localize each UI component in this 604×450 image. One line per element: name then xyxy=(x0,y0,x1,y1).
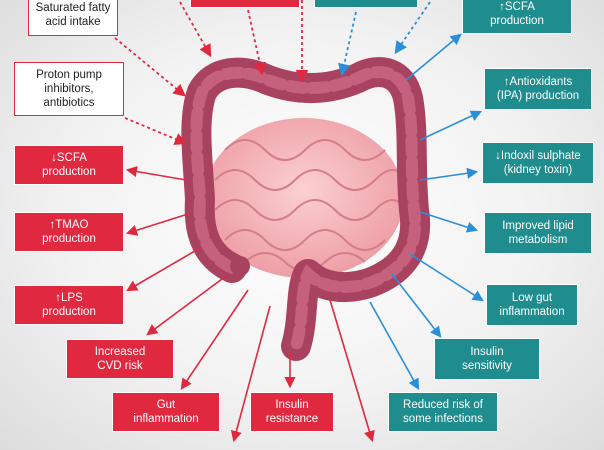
colon-highlight xyxy=(190,66,422,352)
arrow-top-blue-1 xyxy=(338,11,357,77)
box-gut-inflammation: Gut inflammation xyxy=(112,392,220,432)
box-scfa-down: ↓SCFA production xyxy=(14,145,124,185)
top-cut-teal-box xyxy=(314,0,418,8)
box-scfa-up: ↑SCFA production xyxy=(462,0,572,34)
box-lps-up: ↑LPS production xyxy=(14,285,124,325)
arrow-top-red-2 xyxy=(247,9,266,76)
arrow-antioxidants xyxy=(419,110,483,141)
box-tmao-up: ↑TMAO production xyxy=(14,212,124,252)
box-cvd-risk: Increased CVD risk xyxy=(66,339,174,379)
appendix xyxy=(230,256,250,276)
box-saturated-fat: Saturated fatty acid intake xyxy=(28,0,118,36)
arrow-saturated-fat xyxy=(114,37,186,97)
box-lipid: Improved lipid metabolism xyxy=(484,212,592,254)
box-antioxidants: ↑Antioxidants (IPA) production xyxy=(484,68,592,110)
arrow-indoxil xyxy=(419,167,479,181)
arrow-scfa-down xyxy=(125,166,187,181)
arrow-top-red-1 xyxy=(179,1,212,58)
box-insulin-resistance: Insulin resistance xyxy=(250,392,334,432)
arrow-bottom-left xyxy=(230,305,271,443)
box-low-gut: Low gut inflammation xyxy=(486,284,578,326)
arrow-tmao xyxy=(125,213,189,236)
box-indoxil: ↓Indoxil sulphate (kidney toxin) xyxy=(482,142,594,184)
arrow-ppi xyxy=(124,117,188,145)
arrow-scfa-up xyxy=(405,33,462,81)
arrow-gut-inflammation xyxy=(180,289,249,390)
arrow-lipid xyxy=(419,211,479,233)
arrow-cvd xyxy=(146,275,227,336)
arrow-insulin-sensitivity xyxy=(391,273,442,338)
arrow-top-blue-2 xyxy=(394,1,431,55)
top-cut-red-box xyxy=(190,0,300,8)
arrow-low-gut xyxy=(409,253,484,302)
arrow-lps xyxy=(126,247,201,292)
box-ppi: Proton pump inhibitors, antibiotics xyxy=(14,62,124,116)
arrow-bottom-right-red xyxy=(329,299,375,443)
arrow-reduced-risk xyxy=(369,301,420,390)
box-reduced-risk: Reduced risk of some infections xyxy=(388,392,498,432)
box-insulin-sensitivity: Insulin sensitivity xyxy=(434,338,540,380)
